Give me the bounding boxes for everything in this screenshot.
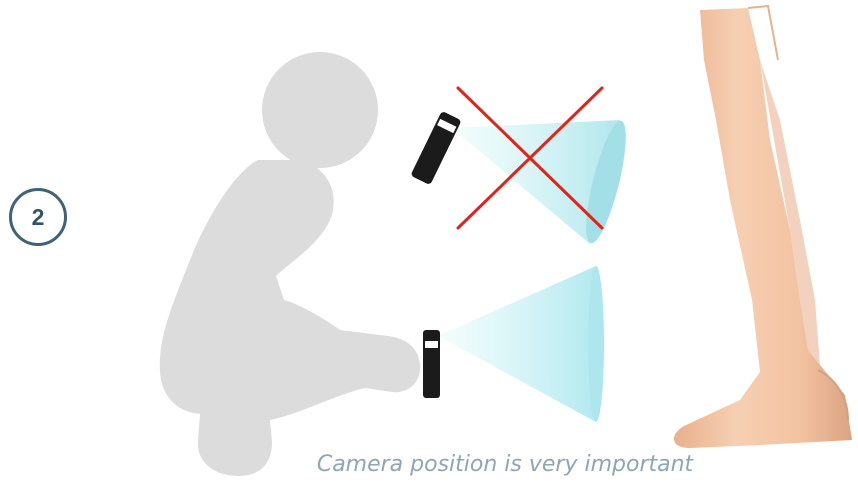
field-of-view-correct <box>438 266 596 422</box>
caption: Camera position is very important <box>250 452 760 477</box>
legs-icon <box>674 6 852 448</box>
step-number: 2 <box>32 204 45 231</box>
crouching-person-icon <box>160 52 420 476</box>
step-number-badge: 2 <box>9 188 67 246</box>
upright-camera-icon <box>423 266 604 422</box>
